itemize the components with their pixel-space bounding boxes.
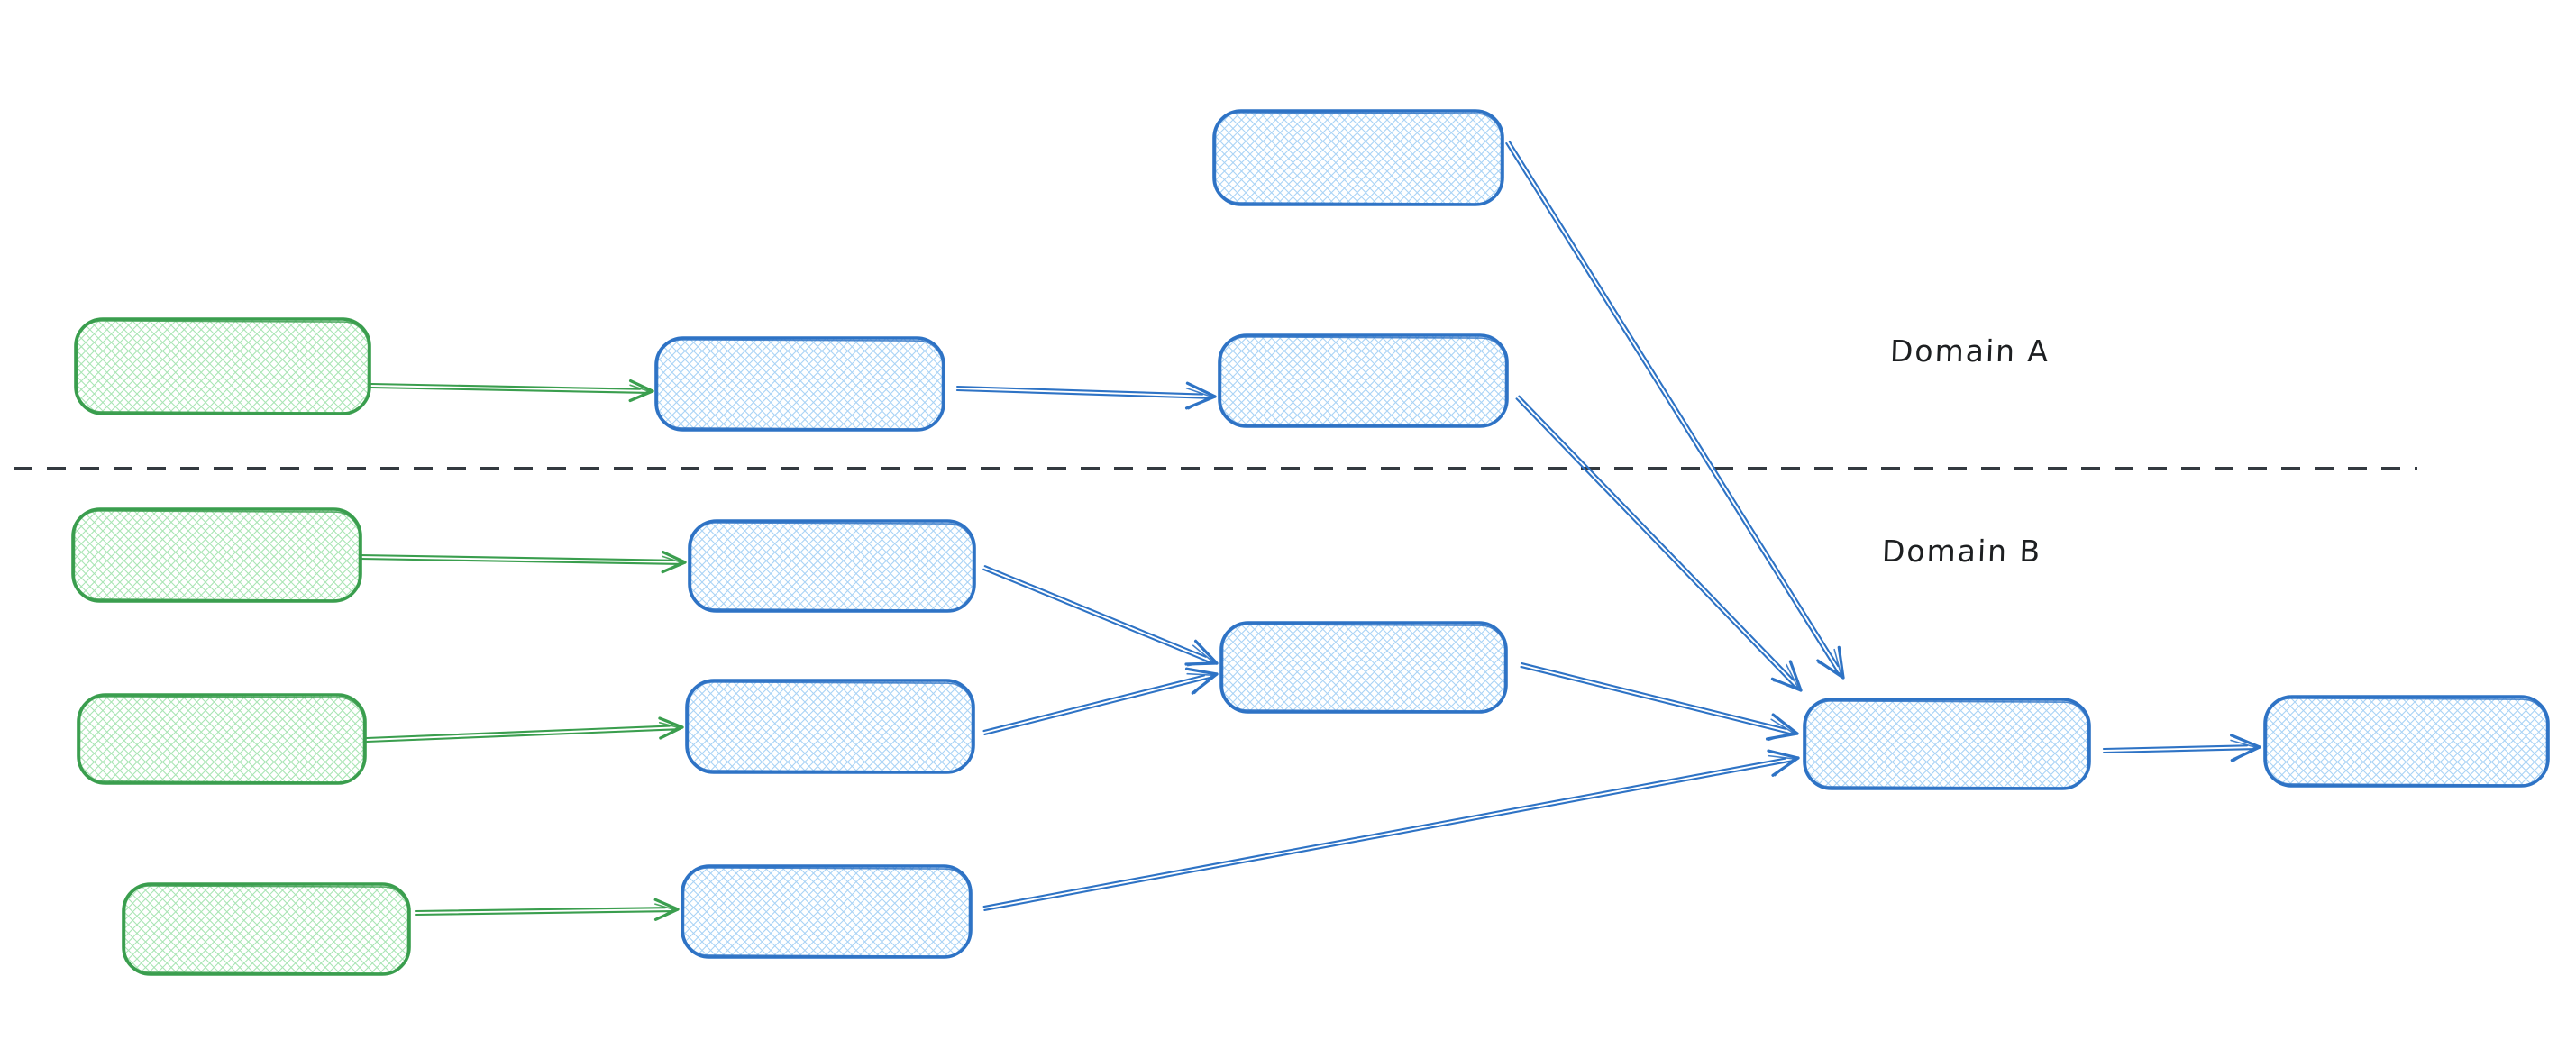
node-blue-b-1 (688, 519, 976, 613)
node-blue-a-1 (654, 336, 945, 432)
node-blue-right-merge (1803, 698, 2091, 790)
node-green-b-1 (71, 507, 362, 603)
arrow-green-b3-to-blue-b3 (414, 898, 680, 921)
node-green-a (74, 317, 371, 415)
arrow-blue-top-to-right-merge (1505, 140, 1845, 680)
node-blue-top (1212, 109, 1504, 206)
node-green-b-3 (122, 882, 411, 976)
arrow-green-b2-to-blue-b2 (365, 716, 684, 743)
node-blue-b-3 (681, 864, 973, 959)
arrow-blue-b3-to-right-merge (982, 749, 1800, 912)
arrow-blue-b2-to-b-merge (982, 667, 1219, 735)
node-blue-final (2263, 695, 2550, 788)
node-blue-a-2 (1218, 333, 1509, 428)
arrow-blue-right-to-final (2102, 734, 2261, 762)
domain-b-label: Domain B (1881, 534, 2042, 569)
arrow-blue-a2-to-right-merge (1515, 395, 1803, 692)
arrow-green-a-to-blue-a1 (370, 379, 654, 403)
node-blue-b-merge (1219, 621, 1508, 714)
arrow-blue-b-merge-to-right (1520, 662, 1799, 742)
arrow-green-b1-to-blue-b1 (358, 550, 687, 574)
arrow-blue-a1-to-blue-a2 (955, 381, 1217, 410)
arrow-blue-b1-to-b-merge (982, 565, 1219, 667)
node-blue-b-2 (685, 679, 975, 774)
node-green-b-2 (77, 693, 367, 785)
domain-a-label: Domain A (1889, 333, 2051, 369)
